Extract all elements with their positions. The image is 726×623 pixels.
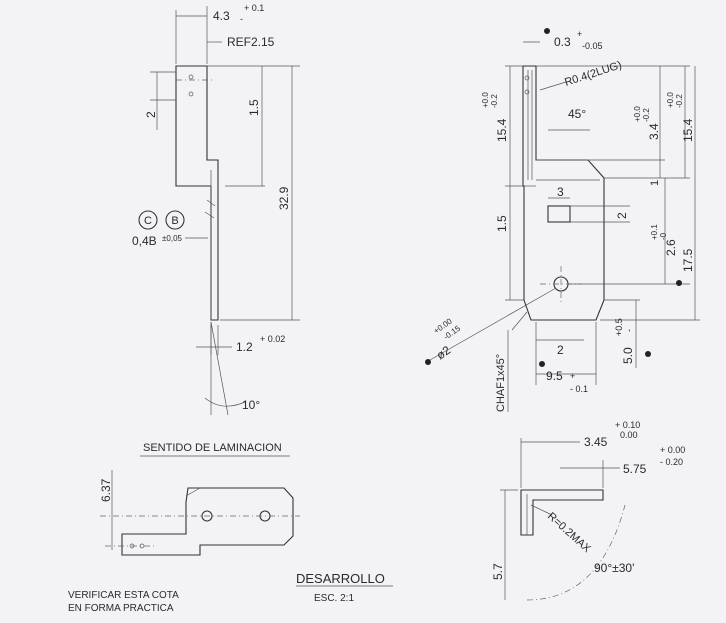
datum-circle-c — [138, 210, 158, 230]
radius-leader — [530, 504, 553, 516]
dim-9-5: 9.5 — [546, 369, 563, 383]
dim-1-5: 1.5 — [495, 215, 509, 232]
label-lamination: SENTIDO DE LAMINACION — [143, 442, 282, 454]
dim-15-4-right-tol-a: +0.0 — [666, 92, 675, 108]
dim-5-0-tol2: - — [624, 329, 634, 332]
marker-dot — [645, 351, 651, 357]
dim-2-bottom: 2 — [557, 343, 564, 357]
marker-dot — [425, 359, 431, 365]
dim-3: 3 — [557, 185, 564, 199]
dim-2-6: 2.6 — [664, 239, 678, 256]
development-view: SENTIDO DE LAMINACION 6.37 DESARROLLO ES… — [68, 442, 393, 614]
chamfer-leader — [511, 311, 528, 331]
dia-leader — [429, 287, 557, 361]
angle-line — [210, 321, 229, 416]
angle-arc — [204, 397, 246, 407]
dim-2-6-tol-b: -0 — [659, 232, 668, 240]
dim-3-45-tol-a: + 0.10 — [615, 420, 640, 430]
dim-2-right: 2 — [615, 212, 629, 219]
dim-1-2: 1.2 — [236, 340, 253, 354]
bend-view: 3.45 + 0.10 0.00 5.75 + 0.00 - 0.20 R=0.… — [491, 420, 685, 601]
side-bend-mark-2 — [204, 211, 215, 219]
angle-45: 45° — [568, 107, 586, 121]
dim-2-6-tol-a: +0.1 — [650, 224, 659, 240]
bend-outline — [520, 489, 604, 536]
dim-0-3: 0.3 — [554, 35, 571, 49]
dim-5-75: 5.75 — [623, 462, 647, 476]
dim-15-4-left: 15.4 — [495, 118, 509, 142]
dim-top-width: 4.3 — [213, 9, 230, 23]
dim-1: 1 — [649, 180, 661, 186]
angle-arc — [526, 504, 626, 601]
marker-dot — [676, 280, 682, 286]
side-view: 4.3 + 0.1 - REF2.15 2 1.5 32.9 C B 0,4B … — [132, 3, 300, 416]
datum-c: C — [144, 215, 152, 227]
dim-15-4-left-tol-b: -0.2 — [490, 94, 499, 108]
radius-label: R0.4(2LUG) — [563, 59, 623, 89]
front-view-outline — [522, 65, 605, 321]
datum-circle-b — [165, 210, 185, 230]
dim-9-5-tol2: - 0.1 — [570, 384, 588, 394]
dim-3-4-tol-b: -0.2 — [642, 108, 651, 122]
development-outline — [121, 487, 294, 556]
dim-17-5: 17.5 — [681, 248, 695, 272]
chamfer: CHAF1x45° — [495, 354, 507, 412]
marker-dot — [544, 28, 550, 34]
dev-scale: ESC. 2:1 — [314, 593, 354, 604]
ref-label: REF2.15 — [227, 35, 275, 49]
lug-mark — [524, 75, 530, 81]
dim-3-45-tol-b: 0.00 — [620, 430, 638, 440]
dim-5-75-tol-b: - 0.20 — [660, 457, 683, 467]
dev-edge — [185, 487, 201, 497]
dim-dia: ø2 — [434, 343, 454, 363]
bend-radius: R=0.2MAX — [545, 510, 593, 555]
dim-15-4-right-tol-b: -0.2 — [675, 94, 684, 108]
dim-top-width-tol: + 0.1 — [244, 3, 264, 13]
note-line-1: VERIFICAR ESTA COTA — [68, 590, 179, 601]
leader — [539, 81, 567, 91]
side-hole-2 — [188, 91, 194, 97]
dim-thickness: 0,4B — [132, 234, 157, 248]
dim-0-3-tol2: -0.05 — [582, 41, 603, 51]
dim-5-75-tol-a: + 0.00 — [660, 445, 685, 455]
dim-thickness-tol: ±0,05 — [162, 234, 183, 243]
lug-mark — [524, 89, 530, 95]
bend-angle: 90°±30' — [594, 561, 634, 575]
dim-top-width-tol2: - — [240, 14, 243, 24]
datum-b: B — [171, 215, 178, 227]
dim-3-4: 3.4 — [647, 123, 661, 140]
dim-1-5: 1.5 — [247, 99, 261, 116]
dim-5-7: 5.7 — [491, 563, 505, 580]
dim-15-4-right: 15.4 — [681, 118, 695, 142]
dim-0-3-tol: + — [577, 29, 582, 39]
side-bend-mark — [206, 199, 216, 207]
dim-9-5-tol: + — [570, 371, 575, 381]
dim-angle: 10° — [242, 398, 260, 412]
dim-15-4-left-tol-a: +0.0 — [481, 92, 490, 108]
dim-5-0: 5.0 — [621, 347, 635, 364]
marker-dot — [539, 361, 545, 367]
dim-32-9: 32.9 — [277, 186, 291, 210]
dim-1-2-tol: + 0.02 — [260, 334, 285, 344]
side-hole-1 — [188, 74, 194, 80]
dim-6-37: 6.37 — [99, 478, 113, 502]
front-slot — [547, 205, 571, 223]
front-view: 0.3 + -0.05 R0.4(2LUG) 15.4 +0.0 -0.2 45… — [425, 28, 700, 412]
dim-3-4-tol-a: +0.0 — [633, 106, 642, 122]
dim-3-45: 3.45 — [584, 435, 608, 449]
dev-hole-1 — [201, 510, 213, 522]
note-line-2: EN FORMA PRACTICA — [68, 603, 174, 614]
side-view-outline — [175, 65, 219, 321]
dim-left-2: 2 — [144, 111, 158, 118]
dev-title: DESARROLLO — [296, 571, 385, 586]
dim-5-0-tol: +0.5 — [614, 318, 624, 336]
